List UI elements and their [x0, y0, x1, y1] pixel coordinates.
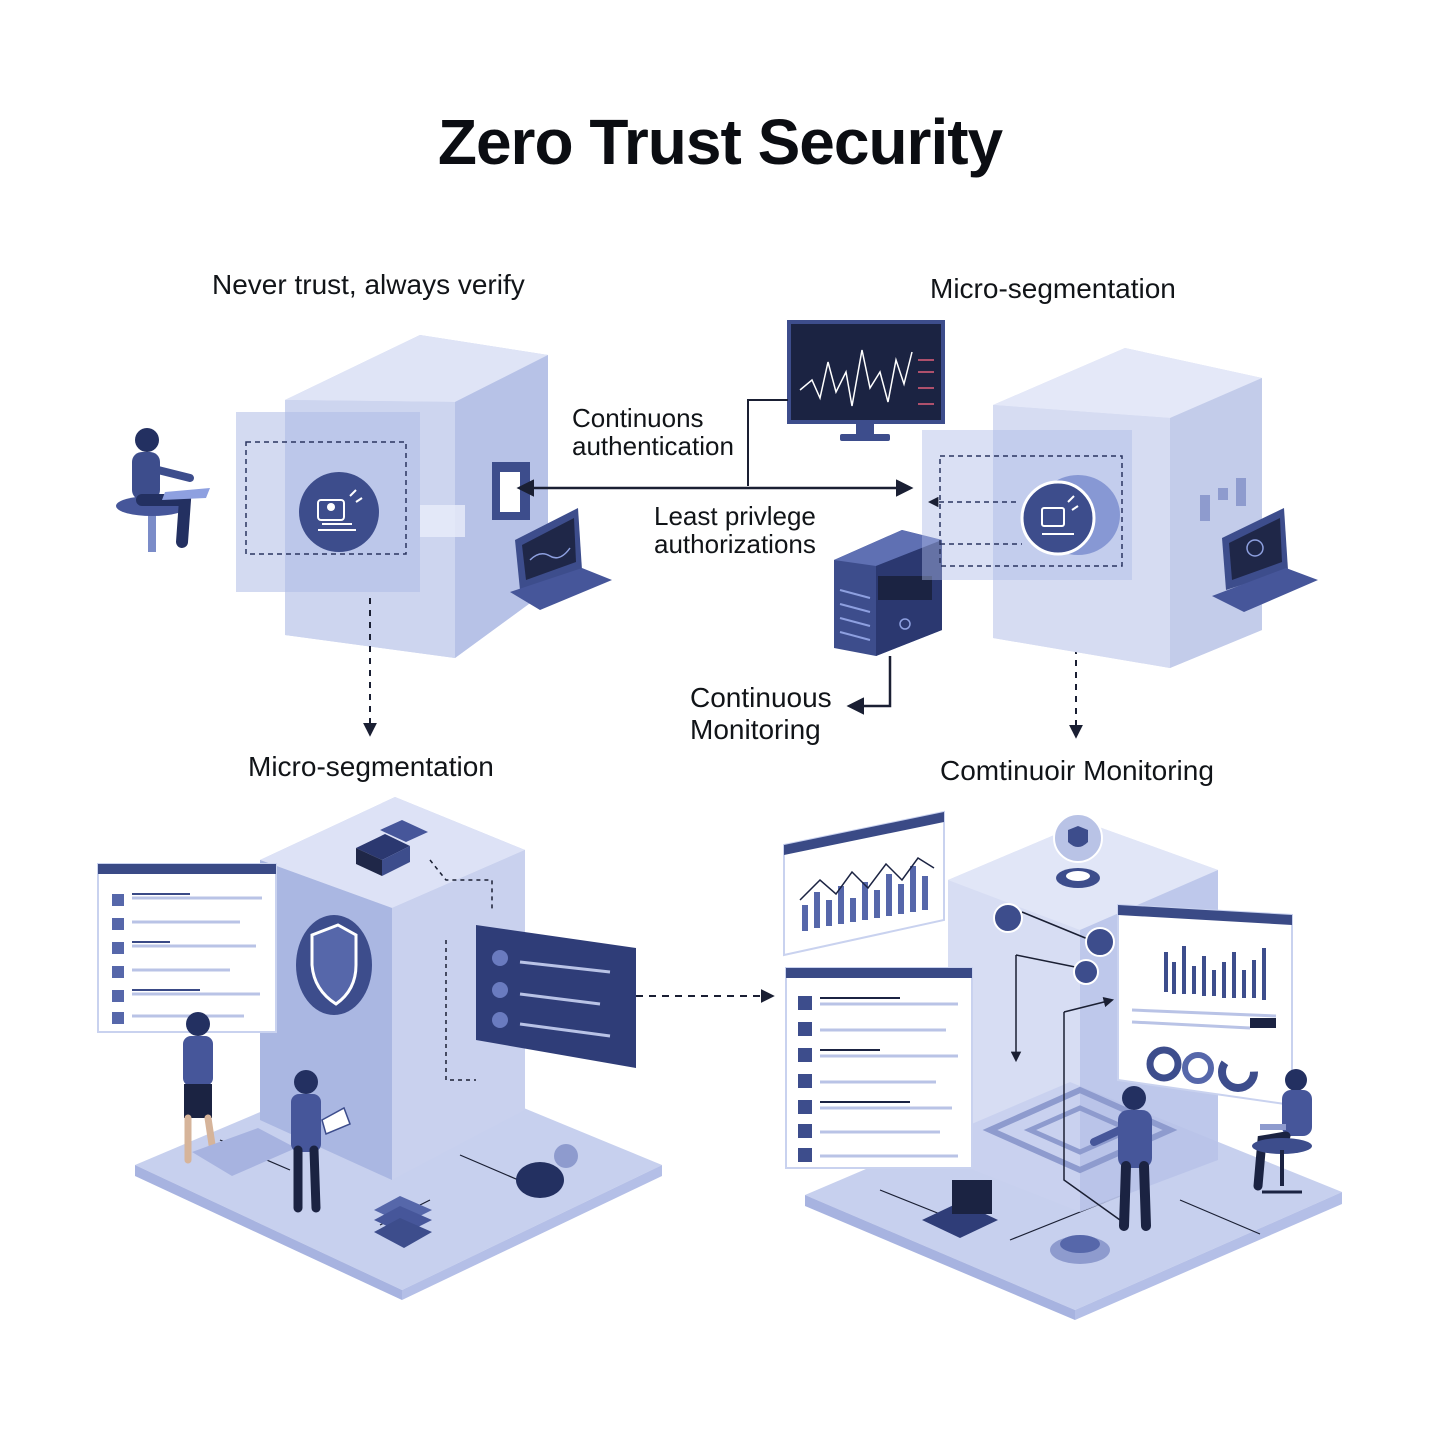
continuous-monitoring-line1: Continuous — [690, 682, 832, 713]
page-title: Zero Trust Security — [437, 106, 1003, 178]
list-panel-left — [97, 863, 277, 1033]
dashboard-icon-right — [1117, 903, 1293, 1107]
micro-segmentation-top-label: Micro-segmentation — [930, 273, 1176, 304]
biometric-lock-icon — [299, 472, 379, 552]
least-privilege-line1: Least privlege — [654, 501, 816, 531]
dashboard-icon-top — [783, 810, 945, 957]
vault-dial-icon — [1020, 475, 1120, 556]
never-trust-label: Never trust, always verify — [212, 269, 525, 300]
laptop-icon-right — [1212, 508, 1318, 612]
list-panel-right — [785, 967, 973, 1169]
monitor-icon — [787, 320, 945, 441]
key-blocks-icon — [356, 820, 428, 876]
continuous-monitoring-bottom-label: Comtinuoir Monitoring — [940, 755, 1214, 786]
least-privilege-line2: authorizations — [654, 529, 816, 559]
continuous-authentication-line2: authentication — [572, 431, 734, 461]
least-privilege-label: Least privlege authorizations — [654, 502, 816, 558]
people-bottom-left — [183, 1012, 578, 1248]
door-slot — [492, 462, 530, 520]
server-icon — [834, 530, 942, 656]
continuous-monitoring-label: Continuous Monitoring — [690, 682, 832, 746]
connector-lines-bottom-left — [429, 859, 775, 1081]
connector-lines-bottom-right — [993, 903, 1121, 1221]
dark-panel-left — [476, 925, 636, 1068]
continuous-monitoring-line2: Monitoring — [690, 714, 821, 745]
people-bottom-right — [922, 1069, 1312, 1264]
continuous-authentication-label: Continuons authentication — [572, 404, 734, 460]
shield-icon — [296, 915, 372, 1015]
laptop-icon-left — [510, 508, 612, 610]
continuous-authentication-line1: Continuons — [572, 403, 704, 433]
connector-lines-top — [363, 399, 1083, 739]
person-at-laptop-icon — [116, 428, 210, 552]
micro-segmentation-bottom-label: Micro-segmentation — [248, 751, 494, 782]
